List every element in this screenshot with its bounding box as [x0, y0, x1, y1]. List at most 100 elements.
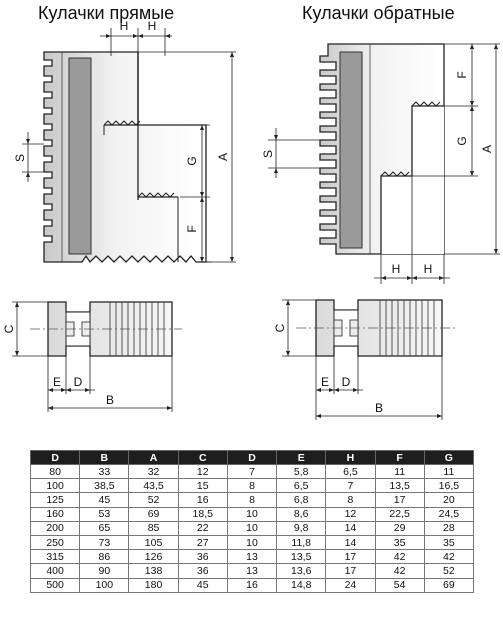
table-cell: 52: [128, 492, 179, 508]
table-cell: 18,5: [177, 506, 228, 522]
table-cell: 32: [128, 463, 179, 480]
table-cell: 38,5: [79, 478, 130, 494]
table-cell: 11: [423, 463, 475, 480]
table-cell: 28: [423, 520, 475, 536]
table-header-cell: G: [423, 450, 475, 465]
table-cell: 160: [29, 506, 81, 522]
table-cell: 12: [177, 463, 228, 480]
table-cell: 42: [423, 549, 475, 565]
table-header-cell: H: [325, 450, 376, 465]
table-cell: 180: [128, 577, 179, 593]
label-h-2: H: [148, 19, 157, 33]
table-cell: 42: [374, 549, 425, 565]
table-cell: 10: [226, 506, 278, 522]
table-cell: 9,8: [276, 520, 327, 536]
table-cell: 11: [374, 463, 425, 480]
table-cell: 17: [325, 563, 376, 579]
table-cell: 125: [29, 492, 81, 508]
technical-drawing: H H S G F A F G A S H H C E D B C E D B: [2, 19, 500, 420]
label-b-straight: B: [106, 393, 114, 407]
table-cell: 35: [423, 534, 475, 551]
table-cell: 100: [79, 577, 130, 593]
label-f-straight: F: [185, 225, 199, 232]
table-cell: 15: [177, 478, 228, 494]
table-cell: 14: [325, 520, 376, 536]
table-cell: 52: [423, 563, 475, 579]
table-cell: 24,5: [423, 506, 475, 522]
label-a-reverse: A: [480, 145, 494, 153]
table-cell: 6,5: [325, 463, 376, 480]
straight-jaw-top-view: [30, 301, 182, 357]
reverse-jaws-title: Кулачки обратные: [302, 3, 455, 23]
table-cell: 29: [374, 520, 425, 536]
table-cell: 24: [325, 577, 376, 593]
table-cell: 5,8: [276, 463, 327, 480]
table-cell: 65: [79, 520, 130, 536]
label-h-3: H: [392, 262, 401, 276]
table-cell: 80: [29, 463, 81, 480]
table-cell: 43,5: [128, 478, 179, 494]
table-header-cell: C: [177, 450, 228, 465]
table-cell: 8: [325, 492, 376, 508]
table-cell: 69: [423, 577, 475, 593]
table-header-cell: D: [29, 450, 81, 465]
label-a-straight: A: [216, 153, 230, 161]
table-header-cell: F: [374, 450, 425, 465]
table-cell: 10: [226, 534, 278, 551]
table-cell: 6,8: [276, 492, 327, 508]
table-cell: 27: [177, 534, 228, 551]
label-d-straight: D: [74, 375, 83, 389]
table-cell: 250: [29, 534, 81, 551]
table-cell: 500: [29, 577, 81, 593]
table-cell: 13,6: [276, 563, 327, 579]
label-h-1: H: [120, 19, 129, 33]
table-cell: 33: [79, 463, 130, 480]
table-cell: 45: [79, 492, 130, 508]
straight-jaws-title: Кулачки прямые: [38, 3, 175, 23]
reverse-jaw-arrowheads: [274, 44, 498, 280]
table-cell: 14,8: [276, 577, 327, 593]
table-cell: 90: [79, 563, 130, 579]
table-cell: 13: [226, 549, 278, 565]
table-cell: 86: [79, 549, 130, 565]
dimension-labels: H H S G F A F G A S H H C E D B C E D B: [2, 19, 494, 415]
label-g-straight: G: [185, 156, 199, 165]
straight-top-dimensions: [12, 301, 173, 412]
table-cell: 8: [226, 478, 278, 494]
table-cell: 17: [325, 549, 376, 565]
straight-jaw-arrowheads: [26, 34, 234, 262]
table-cell: 54: [374, 577, 425, 593]
table-header-cell: B: [79, 450, 130, 465]
reverse-jaw-side-view: [319, 43, 445, 255]
table-cell: 35: [374, 534, 425, 551]
label-s-reverse: S: [261, 150, 275, 158]
straight-top-arrowheads: [15, 302, 172, 410]
table-cell: 13,5: [276, 549, 327, 565]
label-s-straight: S: [13, 154, 27, 162]
table-header-cell: D: [226, 450, 278, 465]
straight-jaw-side-view: [43, 51, 207, 264]
table-cell: 16: [177, 492, 228, 508]
table-cell: 12: [325, 506, 376, 522]
table-cell: 36: [177, 549, 228, 565]
table-cell: 73: [79, 534, 130, 551]
table-cell: 7: [226, 463, 278, 480]
table-cell: 85: [128, 520, 179, 536]
table-cell: 53: [79, 506, 130, 522]
table-cell: 400: [29, 563, 81, 579]
reverse-jaw-top-view: [296, 299, 456, 357]
table-cell: 126: [128, 549, 179, 565]
table-cell: 16,5: [423, 478, 475, 494]
table-cell: 8: [226, 492, 278, 508]
label-f-reverse: F: [455, 71, 469, 78]
table-cell: 17: [374, 492, 425, 508]
